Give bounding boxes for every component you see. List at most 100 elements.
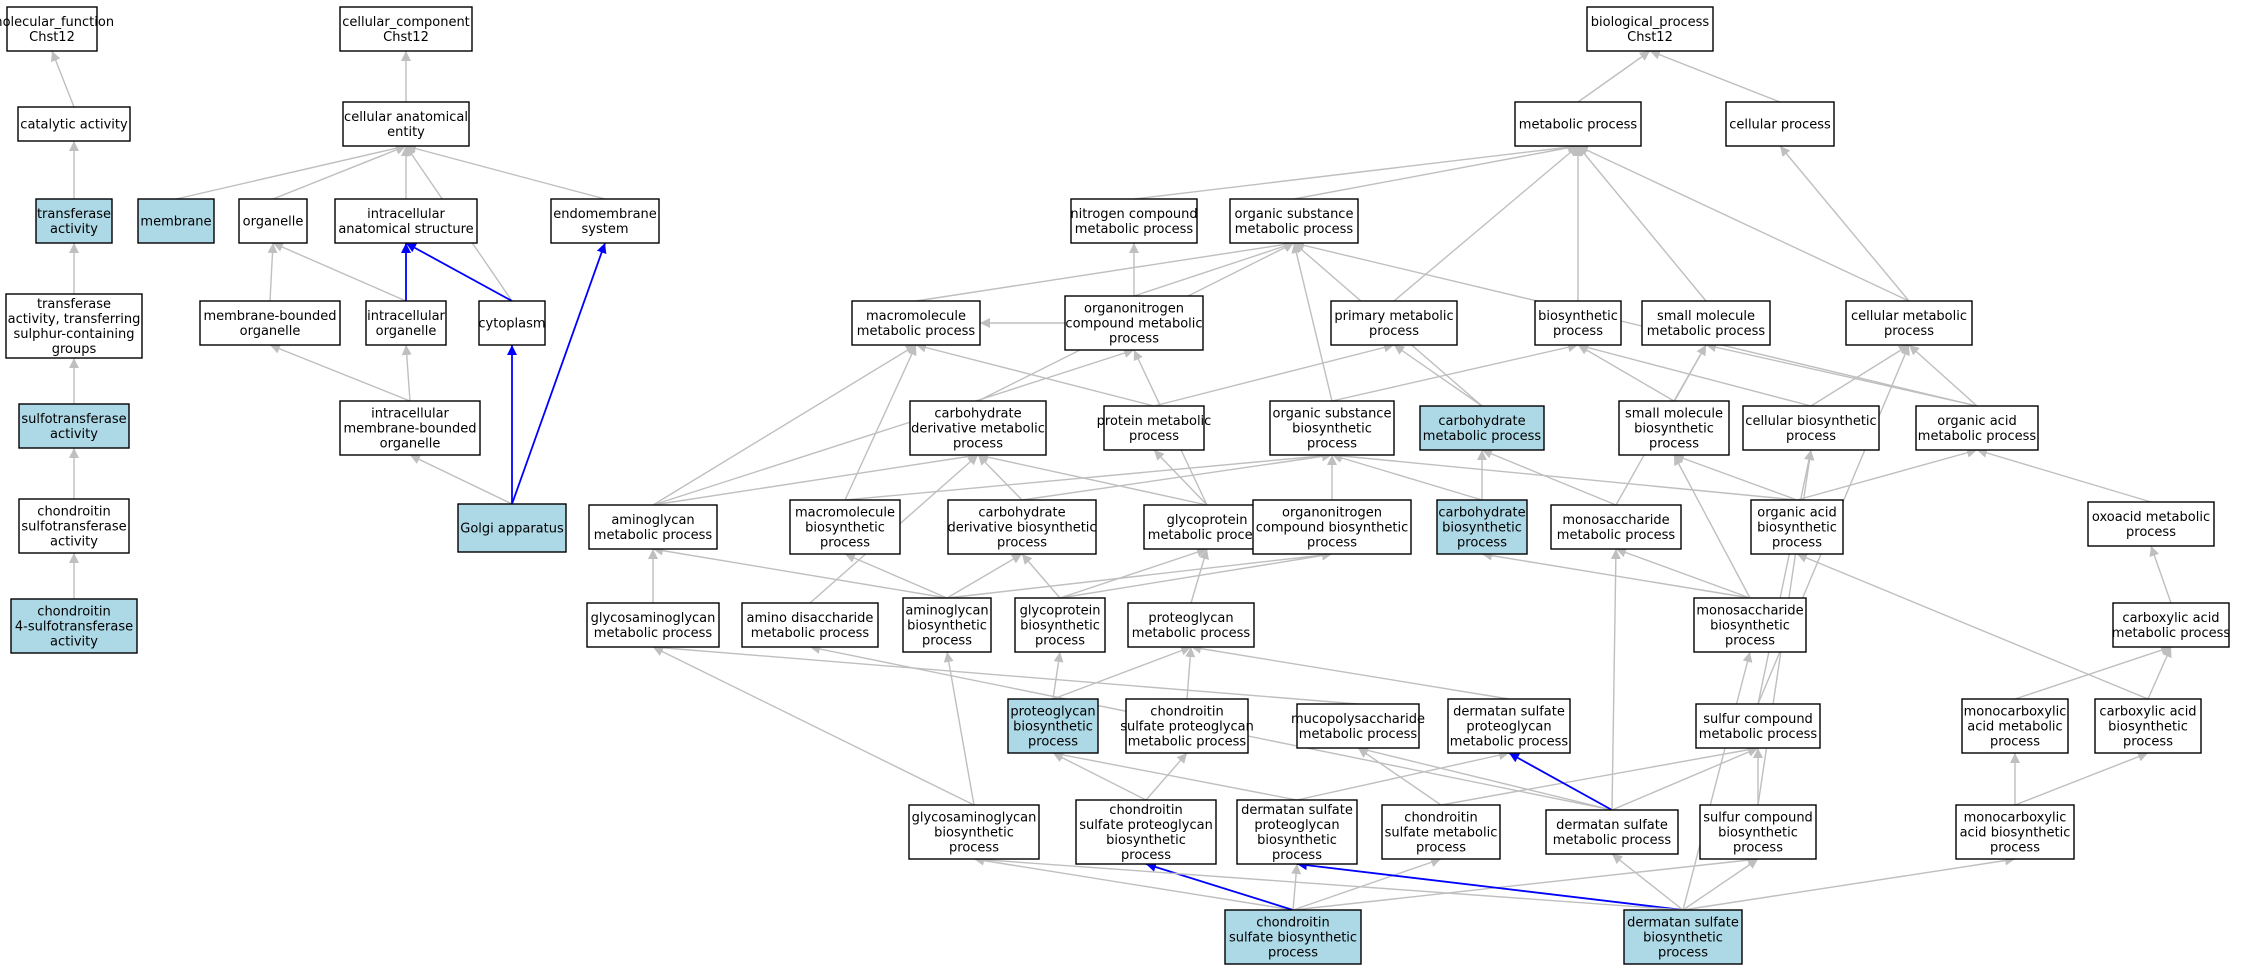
- node-label-oamp-line-1: metabolic process: [1918, 429, 2037, 444]
- node-cellp[interactable]: cellular process: [1725, 101, 1835, 147]
- node-cyto[interactable]: cytoplasm: [478, 300, 546, 346]
- node-box-pgbp: [1007, 698, 1099, 754]
- node-label-gagmp-line-1: metabolic process: [594, 626, 713, 641]
- edge-ncmp-to-metab: [1133, 142, 1579, 200]
- node-box-cdbp: [947, 499, 1097, 555]
- node-box-cspgmp: [1125, 698, 1249, 754]
- node-membrane[interactable]: membrane: [137, 198, 215, 244]
- node-organelle[interactable]: organelle: [238, 198, 308, 244]
- node-dspgbp[interactable]: dermatan sulfateproteoglycanbiosynthetic…: [1236, 799, 1358, 865]
- node-label-msmp-line-1: metabolic process: [1557, 528, 1676, 543]
- node-label-tsulf-line-0: transferase: [37, 297, 111, 312]
- node-label-dsbp-line-0: dermatan sulfate: [1627, 916, 1739, 931]
- edge-cbp-to-bios: [1577, 342, 1812, 407]
- node-label-oabp-line-1: biosynthetic: [1757, 521, 1837, 536]
- node-label-amgmp-line-1: metabolic process: [594, 528, 713, 543]
- node-label-tsulf-line-3: groups: [52, 342, 97, 357]
- node-label-carbmp-line-1: metabolic process: [1423, 429, 1542, 444]
- edge-dspgbp-to-dspgmp: [1296, 750, 1510, 801]
- edge-oxmp-to-oamp: [1976, 448, 2152, 503]
- edge-mcabp-to-cabp: [2014, 751, 2149, 806]
- node-label-ncmp-line-0: nitrogen compound: [1070, 207, 1197, 222]
- edge-oamp-to-cmp: [1908, 344, 1978, 407]
- edge-amgmp-to-macro: [652, 344, 917, 506]
- edge-csbp-to-csmp: [1292, 857, 1442, 911]
- node-metab[interactable]: metabolic process: [1514, 101, 1642, 147]
- node-box-mf: [6, 6, 98, 52]
- node-label-mbo-line-0: membrane-bounded: [203, 309, 336, 324]
- node-golgi[interactable]: Golgi apparatus: [457, 503, 567, 553]
- node-label-dspgmp-line-2: metabolic process: [1450, 735, 1569, 750]
- node-label-cmp-line-0: cellular metabolic: [1851, 309, 1967, 324]
- node-label-mcamp-line-1: acid metabolic: [1967, 720, 2062, 735]
- edge-scmp-to-cbp: [1757, 449, 1814, 705]
- node-cat[interactable]: catalytic activity: [17, 106, 131, 142]
- node-box-mcamp: [1961, 698, 2069, 754]
- edge-cellp-to-bp: [1649, 49, 1781, 103]
- node-label-osbp-line-1: biosynthetic: [1292, 422, 1372, 437]
- node-label-dspgbp-line-2: biosynthetic: [1257, 833, 1337, 848]
- node-label-cspgbp-line-1: sulfate proteoglycan: [1079, 818, 1213, 833]
